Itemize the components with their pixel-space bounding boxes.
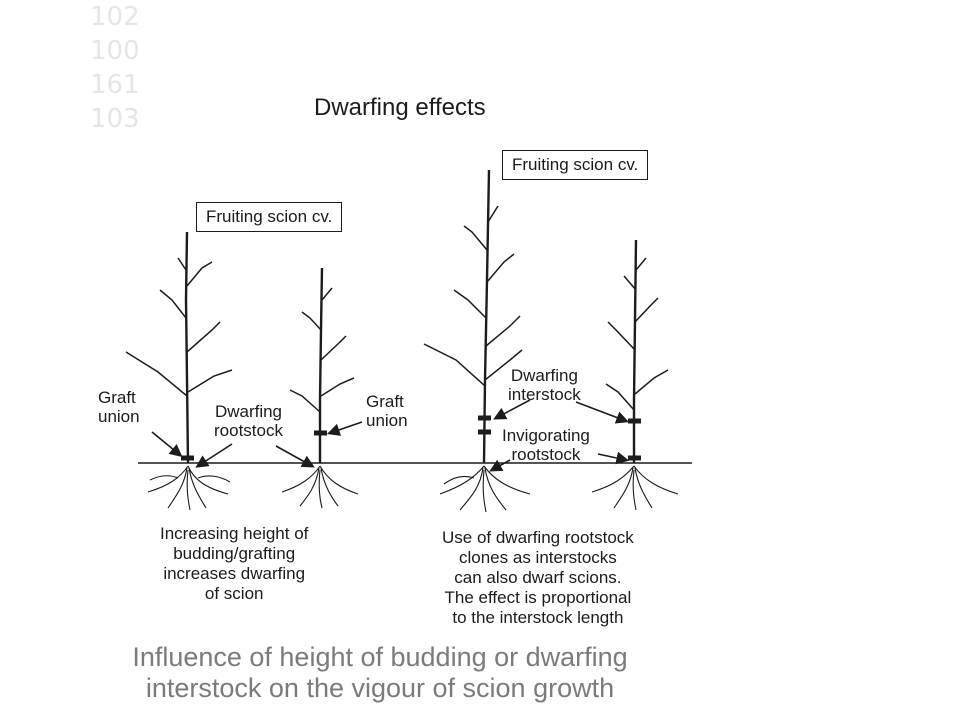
tree-3 <box>423 169 531 513</box>
roots-3 <box>439 465 531 513</box>
arrow-dwarfing-rootstock-2 <box>275 445 315 468</box>
label-dwarfing-rootstock: Dwarfing rootstock <box>214 402 283 440</box>
ghost-number: 103 <box>90 104 140 134</box>
roots-4 <box>591 465 679 511</box>
tree-2 <box>281 267 359 509</box>
arrow-invigorating-rootstock-4 <box>597 451 630 465</box>
tree-1 <box>125 231 233 511</box>
ghost-number: 161 <box>90 70 140 100</box>
ghost-number: 100 <box>90 36 140 66</box>
scion-box-left: Fruiting scion cv. <box>196 202 343 232</box>
label-dwarfing-interstock: Dwarfing interstock <box>508 366 581 404</box>
tree-4 <box>591 239 679 511</box>
arrows <box>151 399 630 472</box>
arrow-graft-union-1 <box>151 431 183 458</box>
label-invigorating-rootstock: Invigorating rootstock <box>502 426 590 464</box>
arrow-dwarfing-interstock-4 <box>575 401 629 424</box>
caption-right: Use of dwarfing rootstock clones as inte… <box>442 528 634 627</box>
arrow-dwarfing-rootstock-1 <box>195 443 233 468</box>
ghost-number: 102 <box>90 2 140 32</box>
arrow-graft-union-2 <box>326 421 363 436</box>
arrow-dwarfing-interstock-3 <box>493 399 531 420</box>
scion-box-right: Fruiting scion cv. <box>502 150 649 180</box>
roots-1 <box>147 465 231 511</box>
caption-left: Increasing height of budding/grafting in… <box>160 524 309 603</box>
arrow-invigorating-rootstock-3 <box>489 459 511 472</box>
label-graft-union-1: Graft union <box>98 388 140 426</box>
label-graft-union-2: Graft union <box>366 392 408 430</box>
slide-caption: Influence of height of budding or dwarfi… <box>132 642 628 703</box>
diagram-title: Dwarfing effects <box>314 94 486 121</box>
faint-background-text: 102 100 161 103 <box>90 0 350 170</box>
roots-2 <box>281 465 359 509</box>
